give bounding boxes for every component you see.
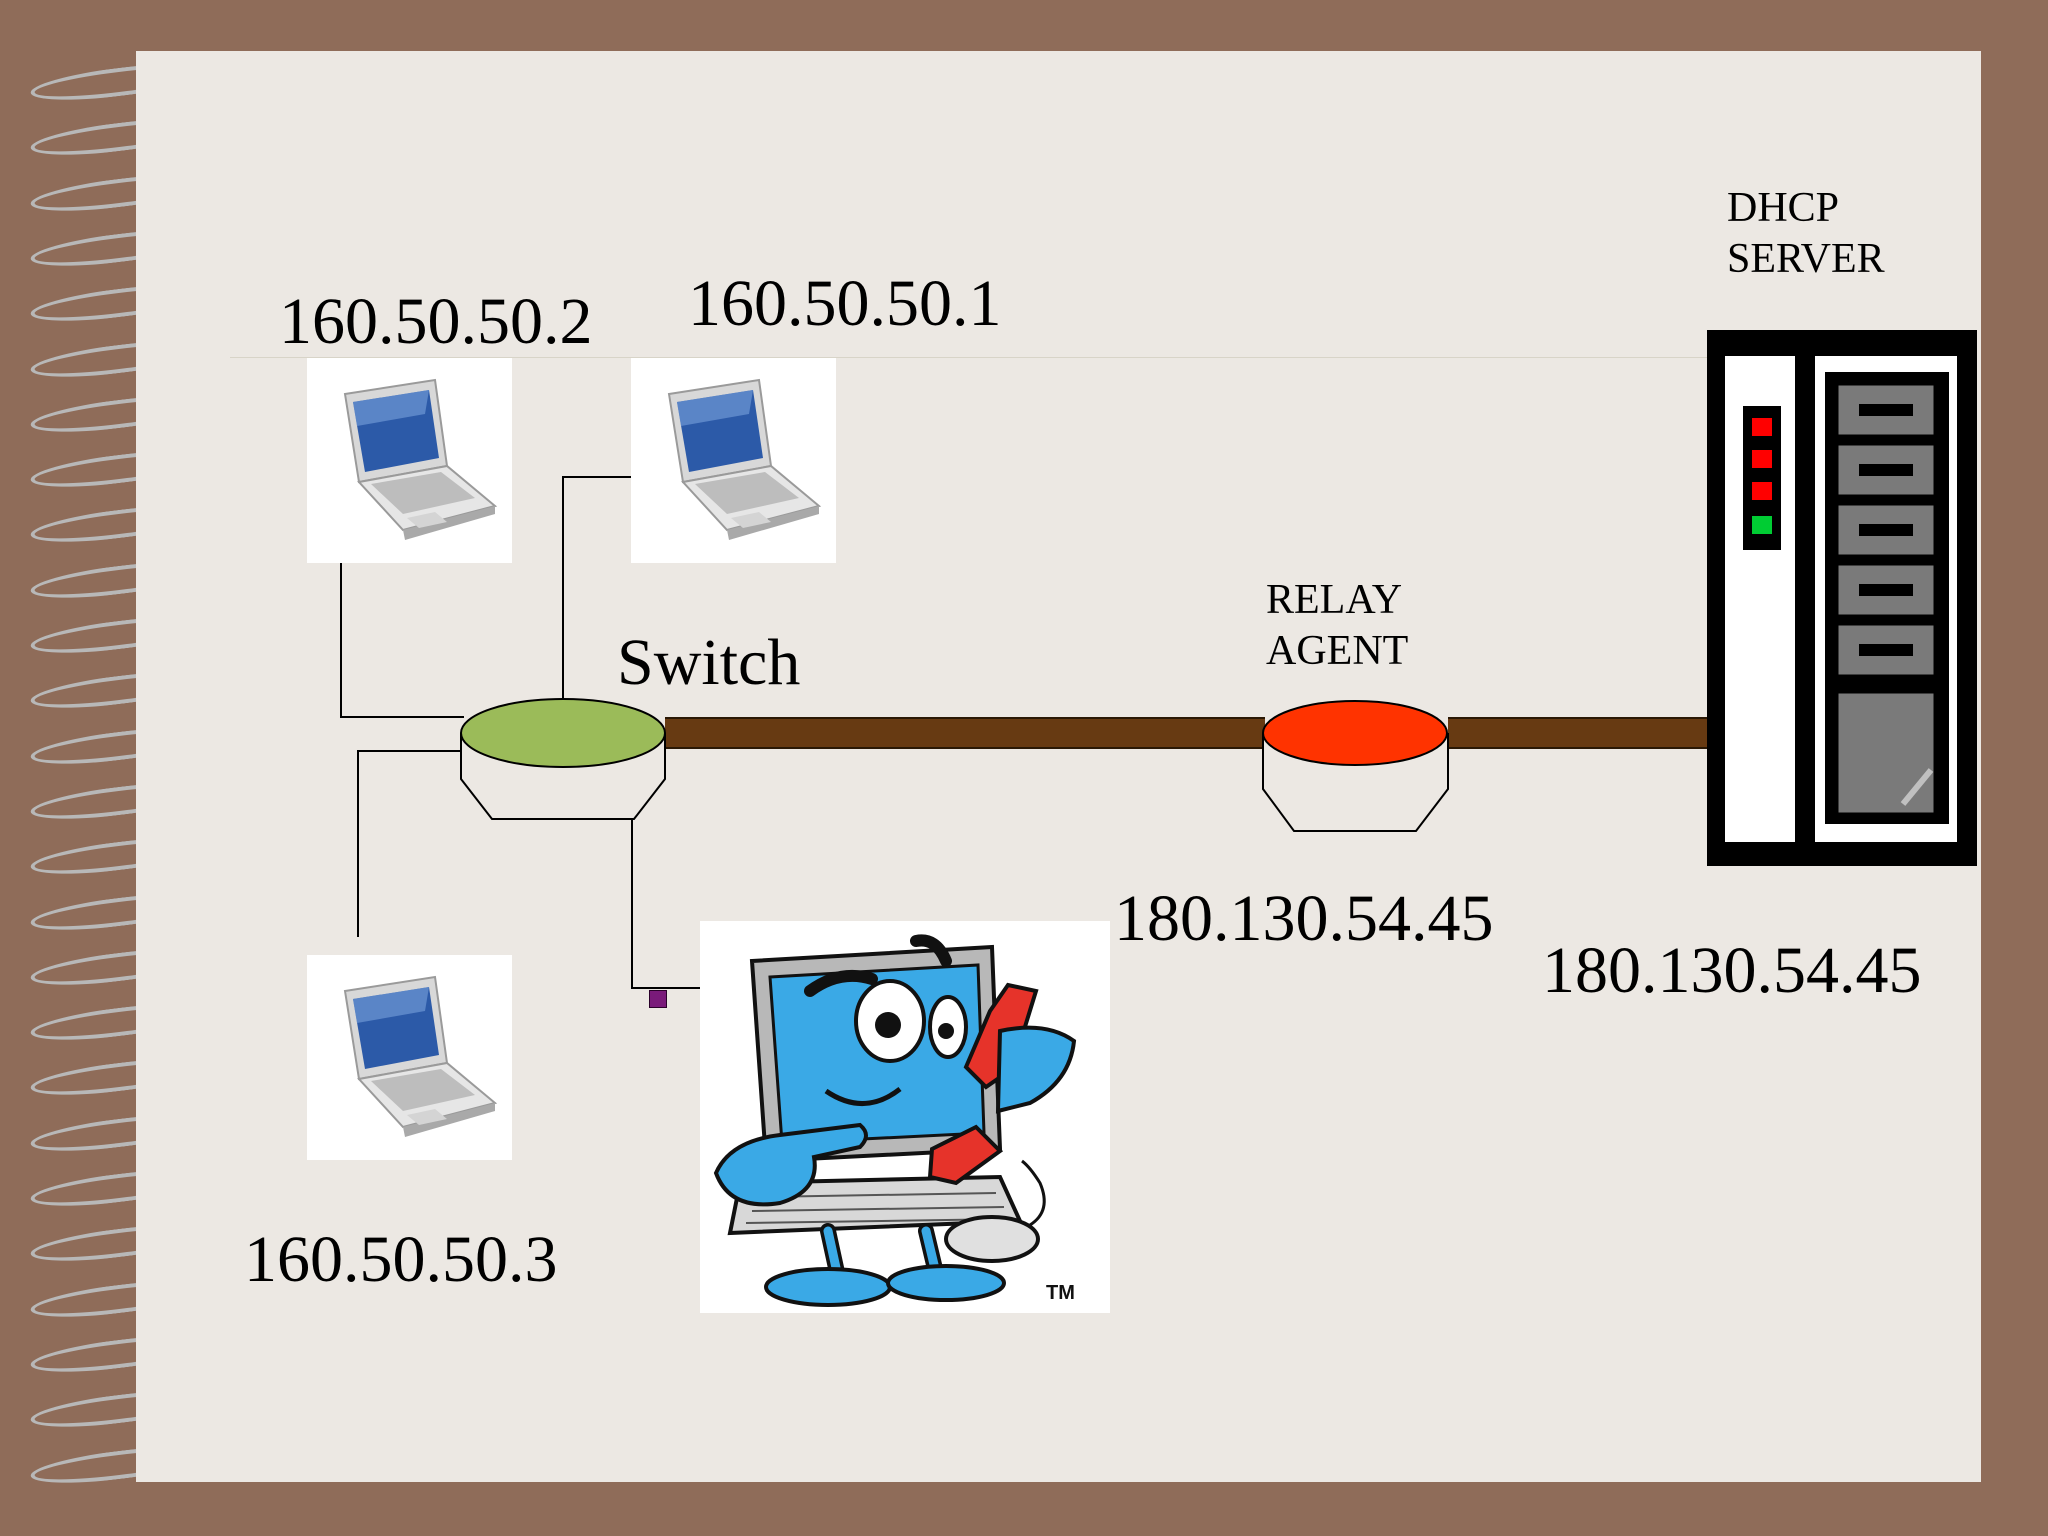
laptop-1-ip-label: 160.50.50.2: [279, 285, 593, 358]
dhcp-server-label: DHCP SERVER: [1727, 183, 1885, 285]
link-laptop3-switch-v: [357, 750, 359, 937]
link-switch-pc-h: [631, 987, 701, 989]
relay-agent-device: [1262, 700, 1449, 832]
link-laptop2-switch-h: [562, 476, 632, 478]
dhcp-server-ip-label: 180.130.54.45: [1542, 934, 1922, 1007]
client-computer-mascot[interactable]: TM: [700, 921, 1110, 1313]
relay-agent-label-line2: AGENT: [1266, 628, 1409, 675]
relay-agent-label-line1: RELAY: [1266, 577, 1403, 623]
relay-agent-label: RELAY AGENT: [1266, 575, 1408, 677]
switch-label: Switch: [617, 626, 801, 699]
laptop-icon: [343, 378, 498, 540]
link-laptop1-switch-h: [340, 716, 464, 718]
laptop-1[interactable]: [307, 358, 512, 563]
laptop-icon: [343, 975, 498, 1137]
link-laptop2-switch-v: [562, 476, 564, 700]
link-relay-server: [1448, 717, 1712, 749]
link-switch-relay: [665, 717, 1265, 749]
trademark-mark: TM: [1046, 1282, 1075, 1304]
laptop-2-ip-label: 160.50.50.1: [688, 267, 1002, 340]
laptop-2[interactable]: [631, 358, 836, 563]
link-laptop3-switch-h: [357, 750, 464, 752]
dhcp-server-label-line1: DHCP: [1727, 185, 1840, 231]
computer-mascot-icon: TM: [713, 934, 1077, 1307]
relay-agent-ip-label: 180.130.54.45: [1114, 882, 1494, 955]
port-square: [649, 990, 667, 1008]
guide-line: [230, 357, 1710, 358]
laptop-icon: [667, 378, 822, 540]
link-laptop1-switch-v: [340, 548, 342, 717]
dhcp-server-icon: [1707, 330, 1977, 866]
dhcp-server-label-line2: SERVER: [1727, 236, 1885, 283]
link-switch-pc-v: [631, 766, 633, 988]
laptop-3-ip-label: 160.50.50.3: [244, 1223, 558, 1296]
laptop-3[interactable]: [307, 955, 512, 1160]
switch-device: [460, 698, 666, 820]
